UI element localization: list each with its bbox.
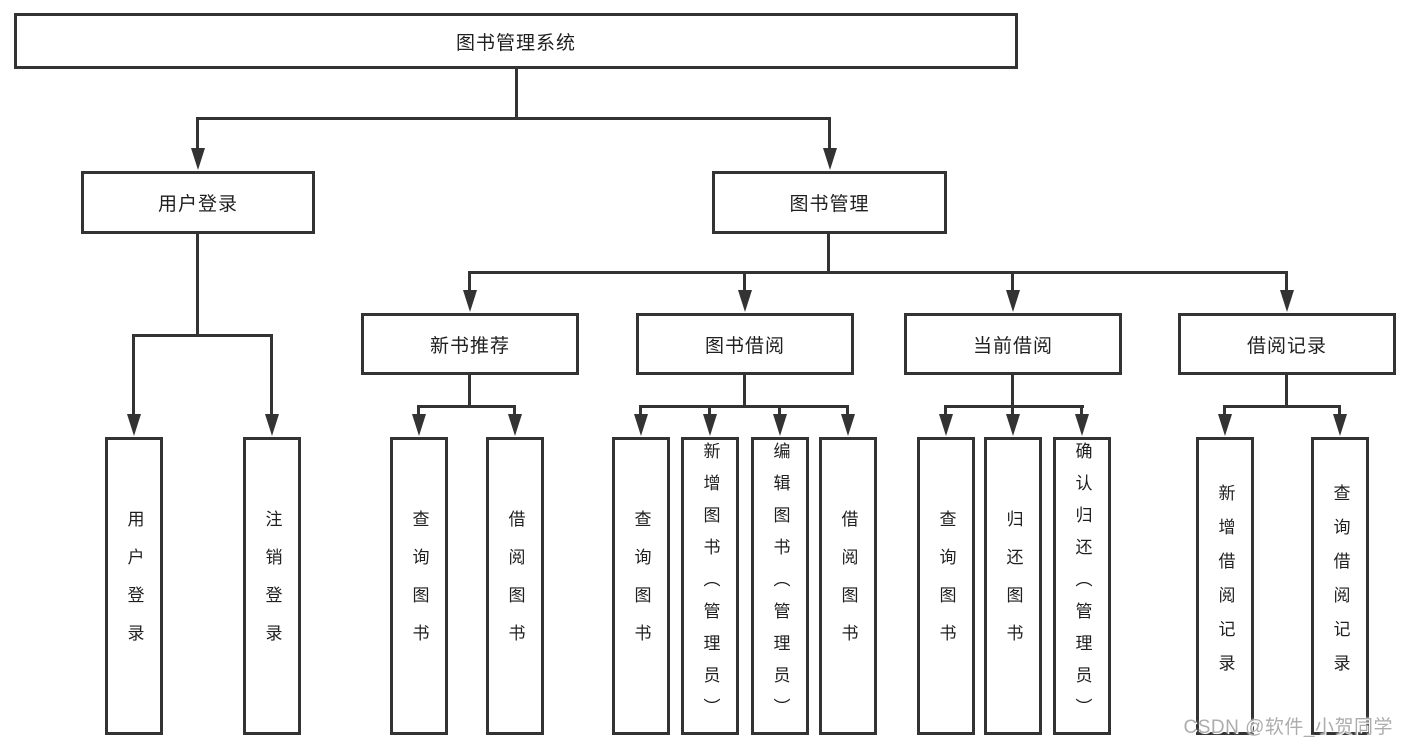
leaf-label: 注销登录 [262,510,282,662]
node-borrowing-records: 借阅记录 [1178,313,1396,375]
leaf-edit-books-admin: 编辑图书（管理员） [751,437,809,735]
leaf-label: 借阅图书 [505,510,525,662]
connector-stem [1285,374,1288,408]
connector-drop [944,405,947,416]
leaf-user-login: 用户登录 [105,437,163,735]
leaf-newbook-query-books: 查询图书 [390,437,448,735]
connector-drop [1080,405,1083,416]
node-book-borrowing: 图书借阅 [636,313,854,375]
connector-stem [468,374,471,408]
connector-drop [1223,405,1226,416]
leaf-query-borrow-record: 查询借阅记录 [1311,437,1369,735]
connector-rail [639,405,849,408]
arrow-down-icon [738,290,752,312]
connector-rail [468,271,1288,274]
leaf-add-borrow-record: 新增借阅记录 [1196,437,1254,735]
arrow-down-icon [1075,414,1089,436]
leaf-logout: 注销登录 [243,437,301,735]
leaf-label: 查询图书 [631,510,651,662]
node-label: 图书管理 [789,194,870,215]
connector-drop [1011,271,1014,293]
connector-drop [196,117,199,150]
connector-drop [639,405,642,416]
connector-rail [944,405,1084,408]
leaf-label: 查询图书 [936,510,956,662]
connector-stem [196,233,199,336]
arrow-down-icon [1006,290,1020,312]
connector-stem [1011,374,1014,408]
connector-drop [132,334,135,416]
leaf-label: 确认归还（管理员） [1072,442,1092,730]
arrow-down-icon [412,414,426,436]
connector-drop [828,117,831,150]
connector-drop [1338,405,1341,416]
connector-drop [270,334,273,416]
leaf-label: 查询图书 [409,510,429,662]
leaf-label: 归还图书 [1003,510,1023,662]
leaf-newbook-borrow-books: 借阅图书 [486,437,544,735]
connector-drop [417,405,420,416]
csdn-watermark: CSDN @软件_小贺同学 [1183,717,1393,738]
node-label: 当前借阅 [972,335,1053,357]
arrow-down-icon [1218,414,1232,436]
node-label: 借阅记录 [1246,335,1327,357]
leaf-label: 编辑图书（管理员） [770,442,790,730]
leaf-current-query-books: 查询图书 [917,437,975,735]
leaf-confirm-return-admin: 确认归还（管理员） [1053,437,1111,735]
node-user-login: 用户登录 [81,171,315,234]
leaf-return-books: 归还图书 [984,437,1042,735]
node-label: 图书管理系统 [455,32,576,54]
arrow-down-icon [703,414,717,436]
connector-drop [778,405,781,416]
connector-rail [1223,405,1341,408]
leaf-label: 新增图书（管理员） [700,442,720,730]
arrow-down-icon [1333,414,1347,436]
leaf-label: 借阅图书 [838,510,858,662]
arrow-down-icon [773,414,787,436]
leaf-label: 新增借阅记录 [1215,484,1235,688]
arrow-down-icon [265,414,279,436]
node-label: 用户登录 [157,194,238,215]
connector-drop [1285,271,1288,293]
arrow-down-icon [191,148,205,170]
leaf-borrowing-borrow-books: 借阅图书 [819,437,877,735]
leaf-label: 用户登录 [124,510,144,662]
node-label: 新书推荐 [429,335,510,357]
connector-rail [132,334,273,337]
arrow-down-icon [823,148,837,170]
leaf-label: 查询借阅记录 [1330,484,1350,688]
arrow-down-icon [1280,290,1294,312]
connector-stem [515,69,518,118]
leaf-add-books-admin: 新增图书（管理员） [681,437,739,735]
arrow-down-icon [939,414,953,436]
connector-drop [468,271,471,293]
node-library-management-system: 图书管理系统 [14,13,1018,69]
connector-stem [827,233,830,273]
arrow-down-icon [508,414,522,436]
connector-drop [846,405,849,416]
arrow-down-icon [127,414,141,436]
node-book-management: 图书管理 [712,171,947,234]
connector-drop [513,405,516,416]
arrow-down-icon [1006,414,1020,436]
connector-drop [743,271,746,293]
connector-stem [743,374,746,408]
arrow-down-icon [463,290,477,312]
connector-rail [196,117,831,120]
connector-rail [417,405,516,408]
arrow-down-icon [634,414,648,436]
node-new-book-recommend: 新书推荐 [361,313,579,375]
arrow-down-icon [841,414,855,436]
connector-drop [1011,405,1014,416]
node-label: 图书借阅 [704,335,785,357]
connector-drop [708,405,711,416]
leaf-borrowing-query-books: 查询图书 [612,437,670,735]
node-current-borrowing: 当前借阅 [904,313,1122,375]
